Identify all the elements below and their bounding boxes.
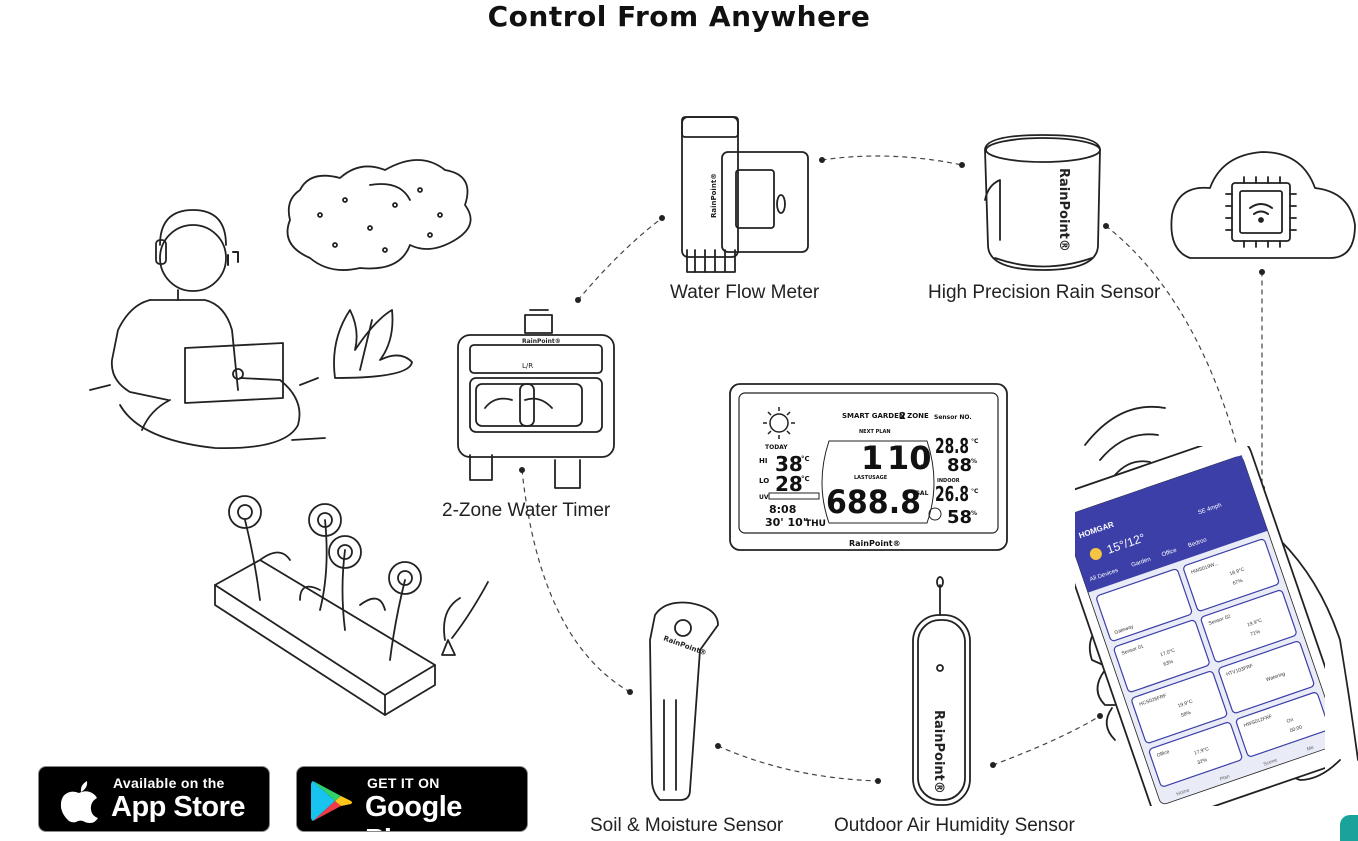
- svg-text:°C: °C: [971, 488, 979, 495]
- person-laptop-illustration: [89, 209, 326, 450]
- hi-label: HI: [759, 457, 767, 465]
- svg-text:00:00: 00:00: [1289, 724, 1303, 734]
- svg-text:RainPoint®: RainPoint®: [522, 338, 561, 345]
- connection-lines: [521, 155, 1263, 782]
- label-water-flow-meter: Water Flow Meter: [670, 282, 820, 303]
- uv-label: UV: [759, 494, 769, 501]
- water-timer-illustration: RainPoint® L/R: [457, 309, 615, 489]
- svg-text:%: %: [971, 510, 977, 517]
- svg-text:RainPoint®: RainPoint®: [931, 710, 946, 794]
- svg-text:D: D: [875, 464, 880, 471]
- rain-sensor-illustration: RainPoint®: [984, 134, 1101, 271]
- svg-text:71%: 71%: [1250, 629, 1262, 638]
- sensor-label: Sensor NO.: [934, 414, 972, 421]
- google-play-button[interactable]: GET IT ON Google Play: [296, 766, 528, 832]
- google-play-icon: [311, 781, 352, 821]
- app-card: [1218, 641, 1315, 714]
- timer-lr-text: L/R: [522, 362, 533, 370]
- outdoor-humidity: 88: [947, 455, 972, 476]
- wifi-arcs-illustration: [1084, 406, 1166, 476]
- svg-text:%: %: [971, 458, 977, 465]
- svg-text:19.9°C: 19.9°C: [1177, 699, 1194, 710]
- svg-text:GAL: GAL: [915, 490, 929, 497]
- label-rain-sensor: High Precision Rain Sensor: [928, 282, 1161, 303]
- svg-text:°C: °C: [971, 438, 979, 445]
- indoor-humidity: 58: [947, 507, 972, 528]
- app-card: [1200, 589, 1297, 663]
- bush-illustration: [286, 159, 472, 271]
- clock-date: 30' 10": [765, 516, 809, 529]
- svg-text:On: On: [1286, 717, 1294, 725]
- plan-time: 10: [887, 439, 932, 477]
- app-card: [1131, 670, 1228, 744]
- hi-temp: 38: [775, 452, 803, 476]
- app-card: [1235, 692, 1325, 757]
- svg-text:RainPoint®: RainPoint®: [710, 173, 718, 218]
- last-usage-label: LASTUSAGE: [854, 475, 888, 481]
- google-play-line1: GET IT ON: [367, 775, 440, 791]
- app-store-line1: Available on the: [113, 775, 225, 791]
- google-play-line2: Google Play: [365, 791, 462, 831]
- app-nav-me[interactable]: Me: [1306, 745, 1315, 753]
- svg-text:RainPoint®: RainPoint®: [662, 634, 707, 657]
- app-card: [1148, 722, 1243, 787]
- app-card: [1183, 538, 1280, 612]
- leaf-plant-illustration: [333, 309, 413, 379]
- water-flow-meter-illustration: RainPoint®: [681, 116, 809, 273]
- outdoor-temp: 28.8: [935, 434, 969, 458]
- chat-widget-button[interactable]: [1340, 815, 1358, 841]
- sunflower-planter-illustration: [214, 495, 489, 716]
- humidity-sensor-illustration: RainPoint®: [912, 576, 971, 806]
- svg-text:17.0°C: 17.0°C: [1159, 648, 1176, 659]
- page-title: Control From Anywhere: [487, 0, 871, 33]
- svg-text:67%: 67%: [1232, 578, 1244, 587]
- svg-text:17.9°C: 17.9°C: [1193, 746, 1210, 757]
- app-nav-scene[interactable]: Scene: [1263, 757, 1279, 767]
- cloud-chip-illustration: [1170, 151, 1356, 259]
- clock-time: 8:08: [769, 503, 796, 516]
- app-card: [1096, 568, 1193, 642]
- svg-text:18.9°C: 18.9°C: [1229, 567, 1246, 578]
- weekday: THU: [805, 519, 826, 529]
- today-label: TODAY: [765, 444, 788, 451]
- label-soil-sensor: Soil & Moisture Sensor: [590, 815, 784, 836]
- usage-value: 688.8: [826, 483, 921, 521]
- plan-day: 1: [861, 439, 883, 477]
- svg-text:19.9°C: 19.9°C: [1246, 618, 1263, 629]
- svg-text:°C: °C: [801, 475, 810, 483]
- apple-icon: [60, 781, 98, 823]
- zone-label: SMART GARDEN ZONE: [842, 412, 929, 420]
- app-nav-home[interactable]: Home: [1176, 788, 1191, 798]
- svg-text:32%: 32%: [1197, 757, 1209, 766]
- lo-label: LO: [759, 477, 769, 485]
- svg-text:63%: 63%: [1163, 659, 1175, 668]
- indoor-temp: 26.8: [935, 482, 969, 506]
- indoor-label: INDOOR: [937, 478, 960, 484]
- svg-text:58%: 58%: [1180, 710, 1192, 719]
- app-nav-plan[interactable]: Plan: [1219, 774, 1231, 783]
- label-water-timer: 2-Zone Water Timer: [442, 500, 611, 521]
- app-card: [1113, 619, 1210, 693]
- display-station: SMART GARDEN ZONE 2 Sensor NO. TODAY HI …: [729, 383, 1008, 551]
- label-humidity-sensor: Outdoor Air Humidity Sensor: [834, 815, 1075, 836]
- soil-sensor-illustration: RainPoint®: [649, 601, 719, 801]
- display-brand: RainPoint®: [849, 539, 901, 548]
- phone-app: HOMGAR 15°/12° SE 4mph All Devices Garde…: [1075, 446, 1325, 806]
- app-tab-office[interactable]: Office: [1161, 547, 1178, 558]
- app-store-button[interactable]: Available on the App Store: [38, 766, 270, 832]
- svg-text:Office: Office: [1156, 749, 1170, 759]
- zone-number: 2: [899, 411, 906, 422]
- lo-temp: 28: [775, 472, 803, 496]
- next-plan-label: NEXT PLAN: [859, 429, 891, 435]
- svg-text:M: M: [917, 464, 923, 471]
- svg-text:°C: °C: [801, 455, 810, 463]
- svg-text:RainPoint®: RainPoint®: [1056, 168, 1071, 252]
- app-store-line2: App Store: [111, 791, 246, 823]
- connection-dots: [519, 157, 1265, 784]
